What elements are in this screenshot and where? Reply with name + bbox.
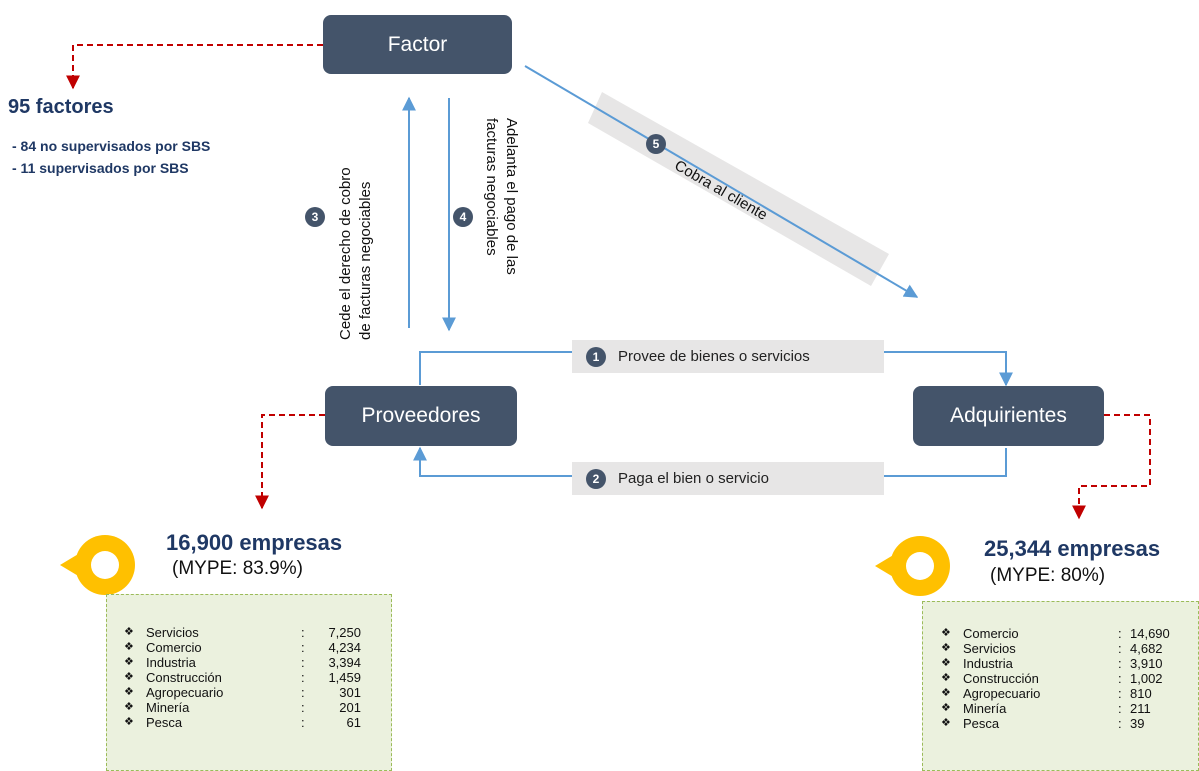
step-badge: 4 [453,207,473,227]
proveedores-sector-table: ❖Servicios:7,250 ❖Comercio:4,234 ❖Indust… [124,625,361,730]
table-row: ❖Construcción:1,459 [124,670,361,685]
table-row: ❖Minería:201 [124,700,361,715]
location-pin-icon [60,535,135,595]
table-row: ❖Servicios:4,682 [941,641,1163,656]
flow-1-text: Provee de bienes o servicios [618,348,810,365]
factor-dashed-arrow [66,44,323,90]
proveedores-label: Proveedores [361,404,481,427]
adquirientes-sector-table: ❖Comercio:14,690 ❖Servicios:4,682 ❖Indus… [941,626,1180,731]
adquirientes-mype: (MYPE: 80%) [990,565,1106,586]
step-badge: 3 [305,207,325,227]
table-row: ❖Minería:211 [941,701,1151,716]
table-row: ❖Servicios:7,250 [124,625,361,640]
step-badge: 5 [646,134,666,154]
table-row: ❖Agropecuario:301 [124,685,361,700]
table-row: ❖Comercio:4,234 [124,640,361,655]
table-row: ❖Industria:3,394 [124,655,361,670]
flow-1-label: 1 Provee de bienes o servicios [572,340,884,373]
cobra-band [588,92,889,286]
proveedores-mype: (MYPE: 83.9%) [172,558,303,579]
flow-4-text: Adelanta el pago de las facturas negocia… [483,118,520,275]
factor-node: Factor [323,15,512,74]
table-row: ❖Industria:3,910 [941,656,1163,671]
proveedores-node: Proveedores [325,386,517,446]
factores-line: - 84 no supervisados por SBS [12,138,211,154]
factor-label: Factor [387,32,448,56]
table-row: ❖Agropecuario:810 [941,686,1152,701]
proveedores-sector-panel: ❖Servicios:7,250 ❖Comercio:4,234 ❖Indust… [106,594,392,771]
table-row: ❖Construcción:1,002 [941,671,1163,686]
table-row: ❖Comercio:14,690 [941,626,1170,641]
adquirientes-sector-panel: ❖Comercio:14,690 ❖Servicios:4,682 ❖Indus… [922,601,1199,771]
adquirientes-label: Adquirientes [950,404,1067,427]
table-row: ❖Pesca:61 [124,715,361,730]
adquirientes-node: Adquirientes [913,386,1104,446]
factores-title: 95 factores [8,96,114,118]
proveedores-dashed-arrow [255,414,325,510]
step-badge: 2 [586,468,606,489]
flow-3-text: Cede el derecho de cobro de facturas neg… [337,167,374,340]
flow-2-label: 2 Paga el bien o servicio [572,462,884,495]
location-pin-icon [875,536,950,596]
table-row: ❖Pesca:39 [941,716,1145,731]
proveedores-total: 16,900 empresas [166,530,343,555]
flow-2-text: Paga el bien o servicio [618,470,769,487]
factores-line: - 11 supervisados por SBS [12,160,189,176]
adquirientes-dashed-arrow [1072,414,1151,520]
arrow-5 [524,65,919,298]
step-badge: 1 [586,346,606,367]
adquirientes-total: 25,344 empresas [984,536,1161,561]
